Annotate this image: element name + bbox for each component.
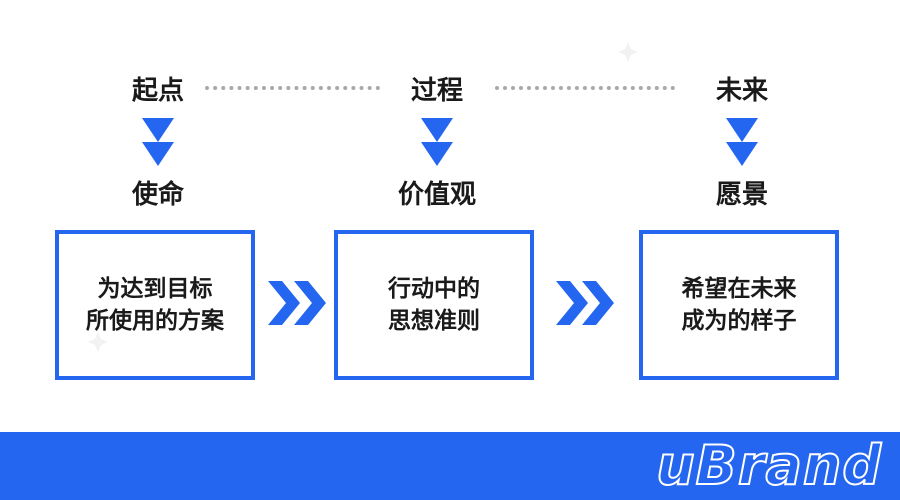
double-triangle-down-icon xyxy=(142,118,174,166)
brand-logo: uBrand xyxy=(655,434,882,497)
dotted-connector-1 xyxy=(205,86,380,90)
stage-3-line-2: 成为的样子 xyxy=(681,308,797,334)
stage-1-line-2: 所使用的方案 xyxy=(86,308,224,334)
stage-2-process-label: 过程 xyxy=(410,76,463,106)
stage-3-vision-label: 愿景 xyxy=(715,180,768,210)
dotted-connector-2 xyxy=(495,86,675,90)
stage-1-line-1: 为达到目标 xyxy=(97,276,213,302)
footer-bar: uBrand xyxy=(0,432,900,500)
stage-1-box: 为达到目标 所使用的方案 xyxy=(55,230,255,380)
stage-1-mission-label: 使命 xyxy=(131,180,184,210)
stage-2-line-2: 思想准则 xyxy=(388,308,480,334)
stage-3-line-1: 希望在未来 xyxy=(681,276,797,302)
double-chevron-right-icon xyxy=(556,281,614,325)
double-triangle-down-icon xyxy=(421,118,453,166)
stage-3-box: 希望在未来 成为的样子 xyxy=(639,230,839,380)
double-chevron-right-icon xyxy=(268,281,326,325)
stage-1-start-label: 起点 xyxy=(131,76,184,106)
stage-2-line-1: 行动中的 xyxy=(388,276,480,302)
sparkle-icon xyxy=(618,42,638,62)
stage-2-box: 行动中的 思想准则 xyxy=(334,230,534,380)
sparkle-icon xyxy=(88,332,108,352)
stage-2-values-label: 价值观 xyxy=(397,180,476,210)
stage-3-future-label: 未来 xyxy=(715,76,768,106)
double-triangle-down-icon xyxy=(726,118,758,166)
